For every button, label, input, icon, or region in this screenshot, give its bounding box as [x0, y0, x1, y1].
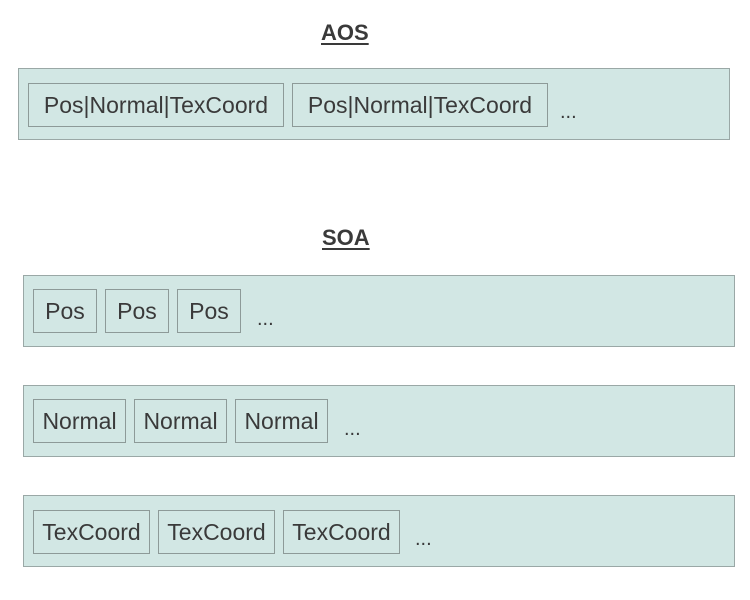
soa-band-normal: Normal Normal Normal ...	[23, 385, 735, 457]
soa-cell: Normal	[134, 399, 227, 443]
soa-ellipsis: ...	[344, 418, 361, 440]
soa-ellipsis: ...	[415, 528, 432, 550]
soa-cell: Pos	[177, 289, 241, 333]
aos-band: Pos|Normal|TexCoord Pos|Normal|TexCoord …	[18, 68, 730, 140]
soa-cell: TexCoord	[283, 510, 400, 554]
soa-band-pos: Pos Pos Pos ...	[23, 275, 735, 347]
soa-band-texcoord: TexCoord TexCoord TexCoord ...	[23, 495, 735, 567]
soa-title: SOA	[322, 225, 370, 250]
soa-cell: Pos	[105, 289, 169, 333]
soa-ellipsis: ...	[257, 308, 274, 330]
aos-title: AOS	[321, 20, 369, 45]
aos-ellipsis: ...	[560, 101, 577, 123]
soa-cell: TexCoord	[33, 510, 150, 554]
soa-cell: TexCoord	[158, 510, 275, 554]
soa-cell: Normal	[235, 399, 328, 443]
aos-cell: Pos|Normal|TexCoord	[28, 83, 284, 127]
soa-cell: Pos	[33, 289, 97, 333]
soa-cell: Normal	[33, 399, 126, 443]
aos-cell: Pos|Normal|TexCoord	[292, 83, 548, 127]
